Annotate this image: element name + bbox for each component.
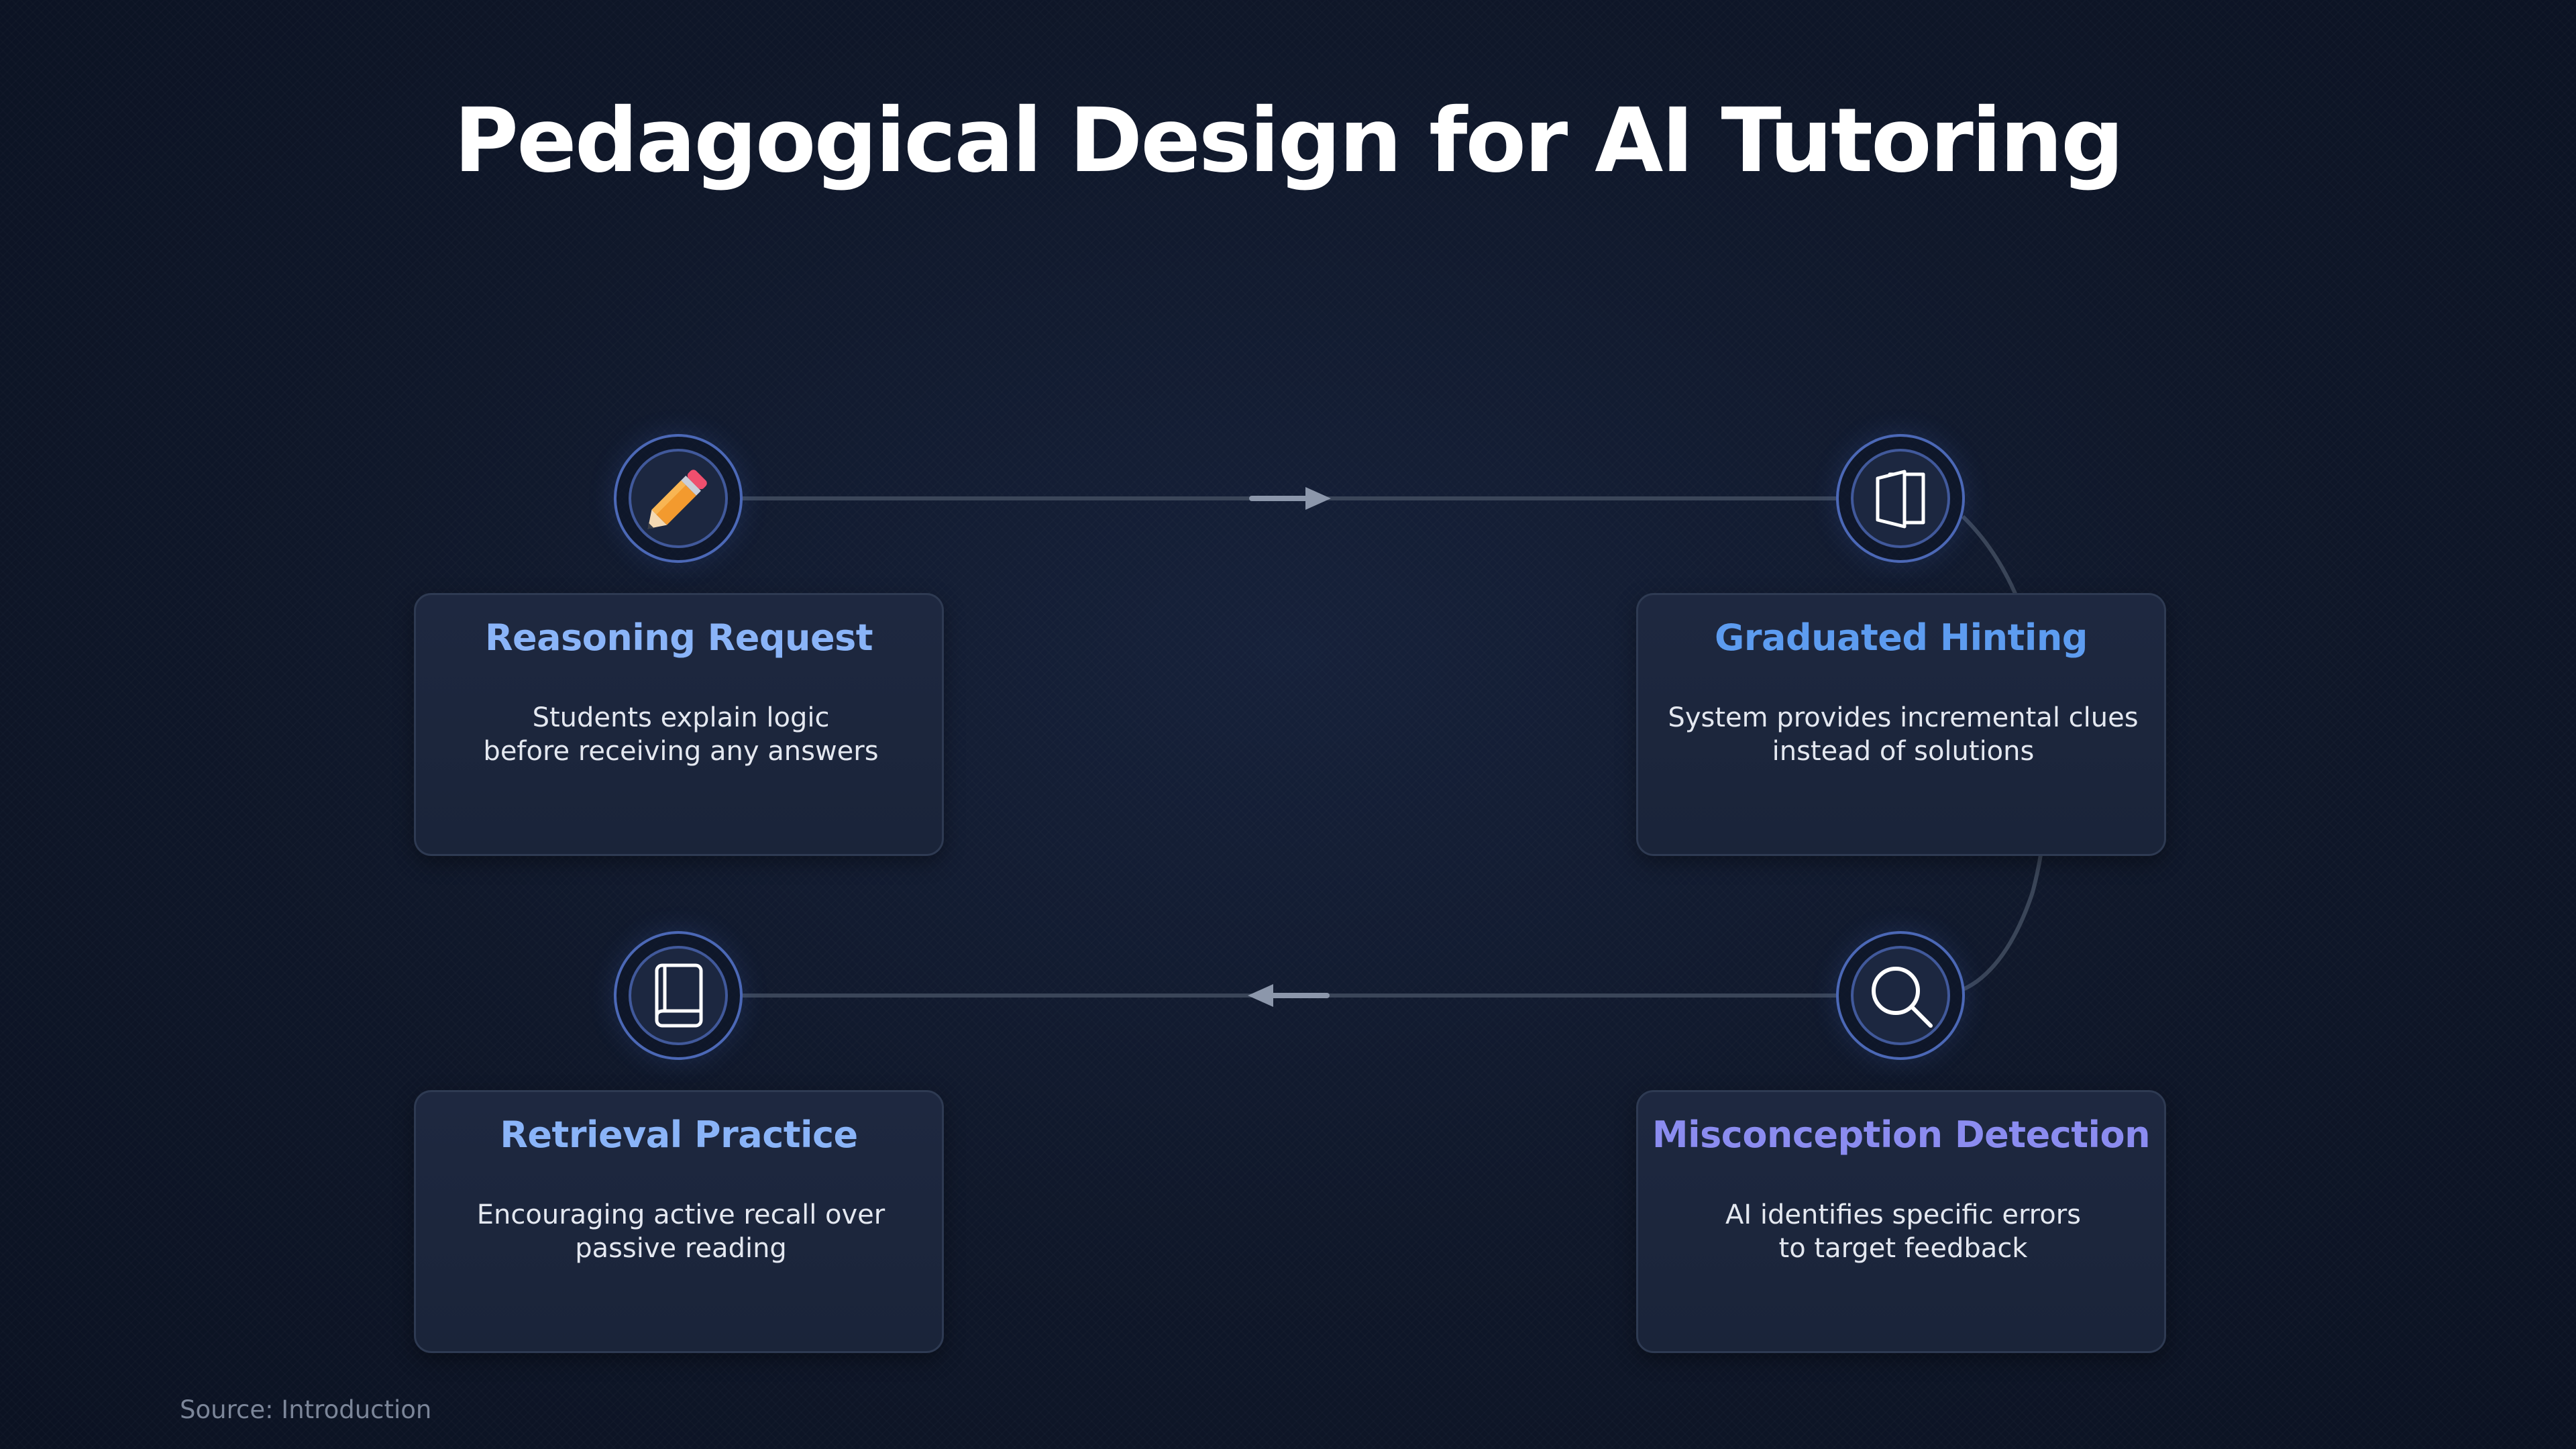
card-title: Misconception Detection [1652,1114,2151,1156]
node-misconception-detection-badge [1836,931,1965,1060]
page-title: Pedagogical Design for AI Tutoring [453,89,2124,193]
source-footnote: Source: Introduction [180,1395,432,1424]
card-title: Reasoning Request [484,616,873,659]
node-reasoning-request-badge [614,434,743,563]
node-graduated-hinting-badge [1836,434,1965,563]
card-misconception-detection: Misconception Detection AI identifies sp… [1636,1090,2166,1353]
card-description: System provides incremental clues instea… [1668,702,2139,767]
magnifying-glass-icon [1872,967,1933,1028]
node-retrieval-practice-badge [614,931,743,1060]
card-description: AI identifies specific errors to target … [1725,1199,2082,1264]
open-door-icon [1876,470,1925,529]
card-graduated-hinting: Graduated Hinting System provides increm… [1636,593,2166,856]
card-title: Retrieval Practice [500,1114,858,1156]
card-title: Graduated Hinting [1715,616,2088,659]
card-description: Encouraging active recall over passive r… [476,1199,885,1264]
card-description: Students explain logic before receiving … [483,702,879,767]
card-retrieval-practice: Retrieval Practice Encouraging active re… [414,1090,944,1353]
card-reasoning-request: Reasoning Request Students explain logic… [414,593,944,856]
arrow-right-icon [1249,487,1331,510]
pencil-icon [647,470,707,529]
arrow-left-icon [1248,984,1330,1007]
book-icon [655,963,703,1028]
